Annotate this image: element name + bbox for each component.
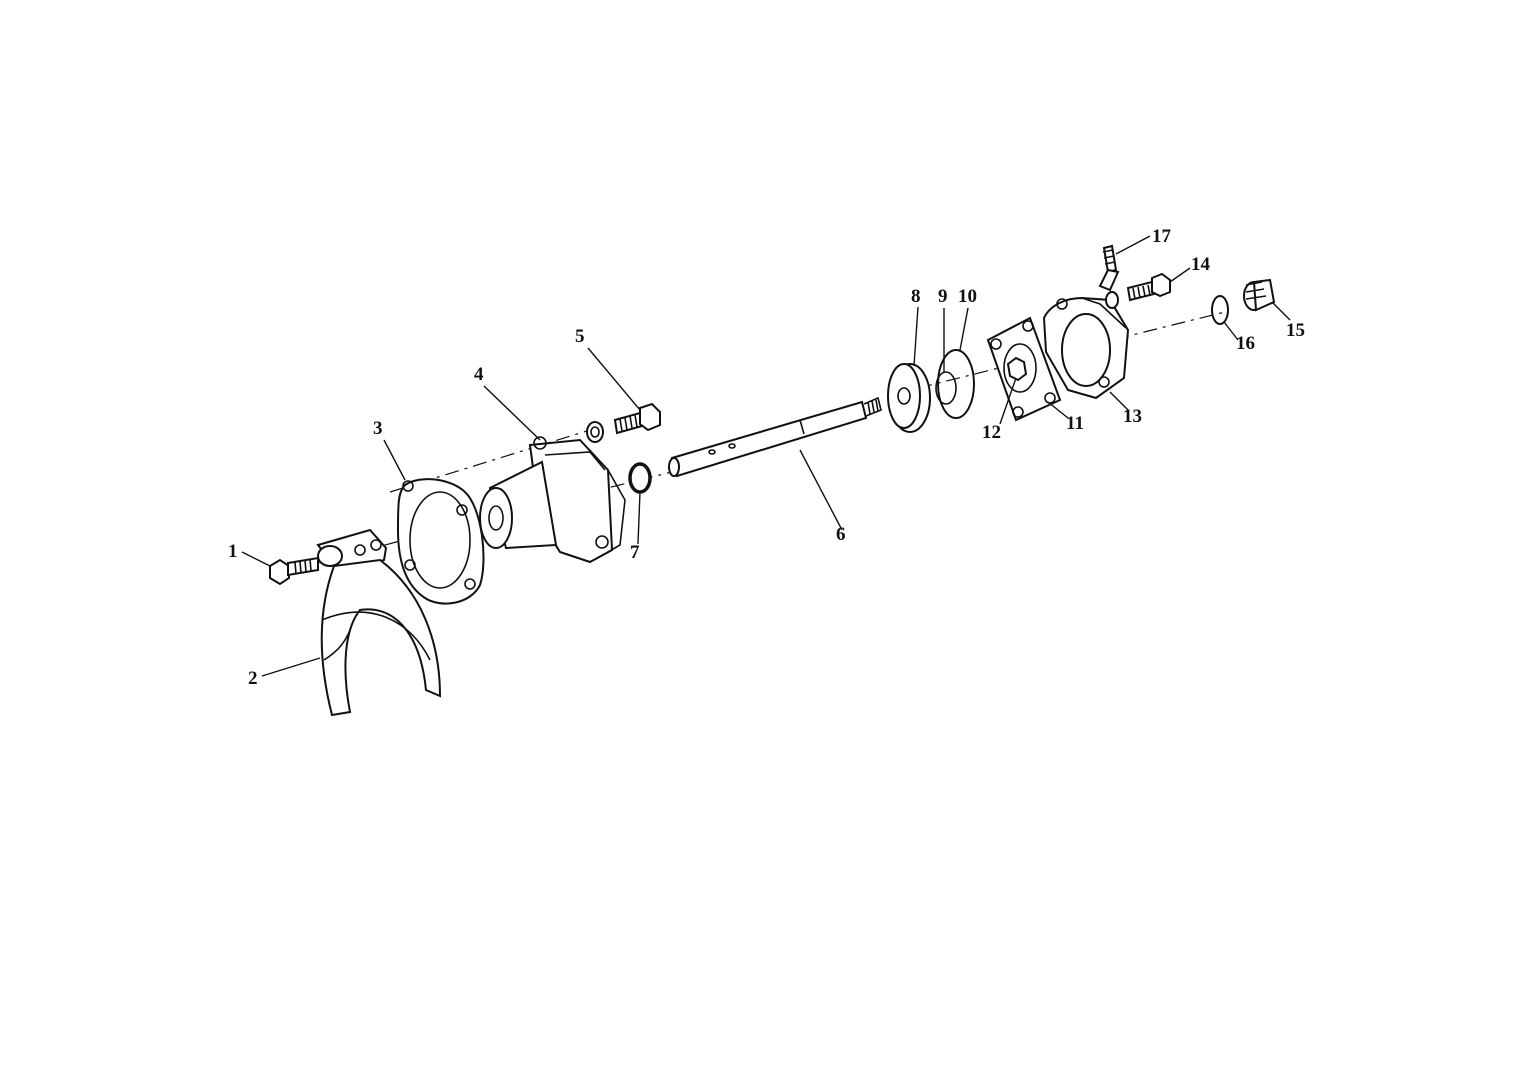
callout-6: 6 [836, 524, 846, 545]
part-14-bolt-with-washer [1105, 272, 1171, 309]
part-15-plug [1243, 278, 1276, 312]
callout-13: 13 [1123, 406, 1142, 427]
callout-4: 4 [474, 364, 484, 385]
callout-14: 14 [1191, 254, 1211, 275]
part-9-ring [935, 371, 957, 405]
callout-9: 9 [938, 286, 948, 307]
part-7-o-ring [628, 462, 652, 494]
part-4-housing [479, 436, 626, 564]
part-12-nut [1006, 356, 1028, 382]
callout-labels: 1 2 3 4 5 6 7 8 9 10 11 12 13 14 15 16 1… [228, 226, 1305, 689]
callout-17: 17 [1152, 226, 1172, 247]
callout-8: 8 [911, 286, 921, 307]
part-13-end-housing [1042, 296, 1130, 400]
part-6-shaft [668, 396, 882, 478]
callout-10: 10 [958, 286, 977, 307]
callout-3: 3 [373, 418, 383, 439]
part-10-ring [937, 349, 975, 419]
callout-1: 1 [228, 541, 238, 562]
callout-2: 2 [248, 668, 258, 689]
callout-15: 15 [1286, 320, 1305, 341]
part-1-bolt [269, 556, 319, 586]
part-3-gasket [396, 478, 485, 605]
part-8-seal [887, 363, 931, 433]
callout-16: 16 [1236, 333, 1255, 354]
part-17-breather-pipe [1098, 244, 1120, 292]
callout-12: 12 [982, 422, 1001, 443]
callout-5: 5 [575, 326, 585, 347]
part-16-o-ring [1211, 295, 1229, 325]
part-2-shift-fork [316, 528, 442, 717]
callout-11: 11 [1066, 413, 1084, 434]
leader-lines [241, 235, 1291, 677]
callout-7: 7 [630, 542, 640, 563]
part-5-bolt-with-washer [586, 402, 661, 443]
